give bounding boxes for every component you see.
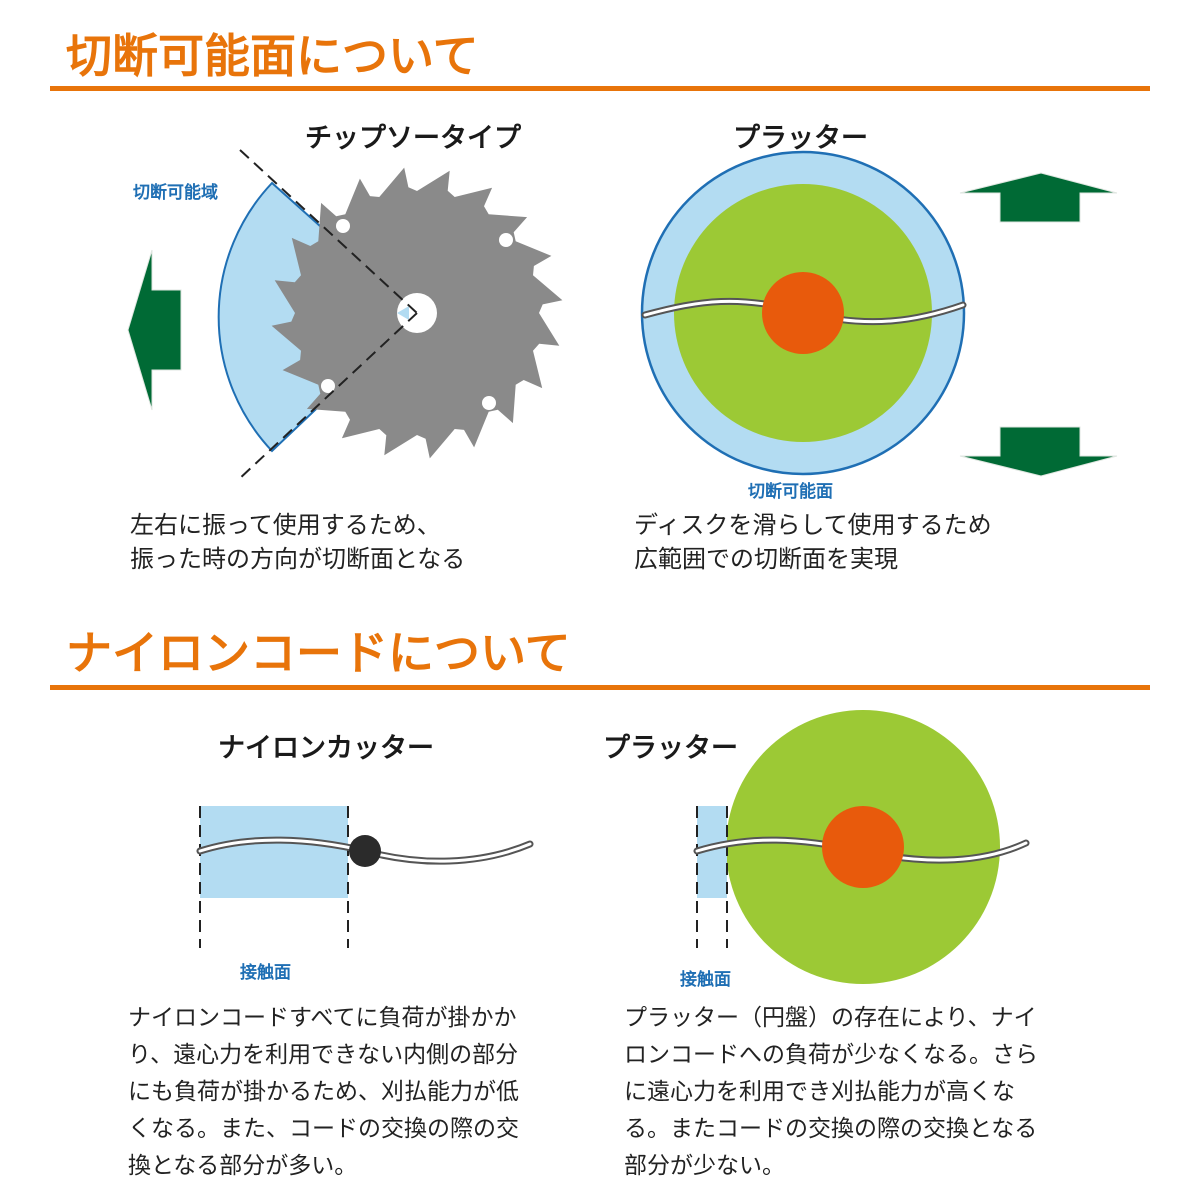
zone-boundary-upper <box>239 149 418 314</box>
desc-line: り、遠心力を利用できない内側の部分 <box>128 1042 519 1068</box>
section2-rule <box>50 685 1150 690</box>
blade-hole <box>482 396 496 410</box>
tipsaw-description: 左右に振って使用するため、 振った時の方向が切断面となる <box>130 508 465 576</box>
platter-description-1: ディスクを滑らして使用するため 広範囲での切断面を実現 <box>634 508 992 576</box>
platter-title-2: プラッター <box>603 733 738 764</box>
platter-hub-2 <box>822 806 904 888</box>
nylon-contact-area <box>200 806 348 898</box>
desc-line: プラッター（円盤）の存在により、ナイ <box>624 1005 1037 1031</box>
nylon-hub <box>349 835 381 867</box>
desc-line: 振った時の方向が切断面となる <box>130 545 466 573</box>
platter-area-label: 切断可能面 <box>748 481 833 502</box>
platter-hub-1 <box>762 272 844 354</box>
section2-title: ナイロンコードについて <box>66 626 571 680</box>
desc-line: ナイロンコードすべてに負荷が掛かか <box>128 1005 517 1031</box>
platter-contact-label: 接触面 <box>680 969 731 990</box>
section1-title: 切断可能面について <box>66 29 479 83</box>
blade-zone-notch <box>397 306 409 320</box>
blade-hole <box>336 219 350 233</box>
desc-line: くなる。また、コードの交換の際の交 <box>128 1116 519 1142</box>
desc-line: る。またコードの交換の際の交換となる <box>624 1116 1038 1142</box>
nylon-contact-label: 接触面 <box>240 962 291 983</box>
desc-line: 広範囲での切断面を実現 <box>634 545 898 573</box>
desc-line: にも負荷が掛かるため、刈払能力が低 <box>128 1079 519 1105</box>
down-arrow-icon <box>959 426 1118 477</box>
desc-line: 部分が少ない。 <box>624 1153 785 1179</box>
tipsaw-title: チップソータイプ <box>305 123 522 154</box>
left-arrow-icon <box>127 249 182 411</box>
section1-rule <box>50 86 1150 91</box>
saw-blade-slots <box>321 219 513 410</box>
blade-hole <box>499 233 513 247</box>
desc-line: に遠心力を利用でき刈払能力が高くな <box>624 1079 1015 1105</box>
nylon-cutter-title: ナイロンカッター <box>218 733 434 764</box>
up-arrow-icon <box>959 172 1118 223</box>
desc-line: 換となる部分が多い。 <box>128 1153 358 1179</box>
blade-hole <box>321 379 335 393</box>
platter-title-1: プラッター <box>733 123 868 154</box>
zone-boundary-lower <box>237 312 418 481</box>
desc-line: 左右に振って使用するため、 <box>130 511 441 539</box>
desc-line: ロンコードへの負荷が少なくなる。さら <box>624 1042 1038 1068</box>
platter-description-2: プラッター（円盤）の存在により、ナイ ロンコードへの負荷が少なくなる。さら に遠… <box>624 1000 1038 1185</box>
nylon-description: ナイロンコードすべてに負荷が掛かか り、遠心力を利用できない内側の部分 にも負荷… <box>128 1000 519 1185</box>
tipsaw-area-label: 切断可能域 <box>133 182 218 203</box>
desc-line: ディスクを滑らして使用するため <box>634 511 992 539</box>
